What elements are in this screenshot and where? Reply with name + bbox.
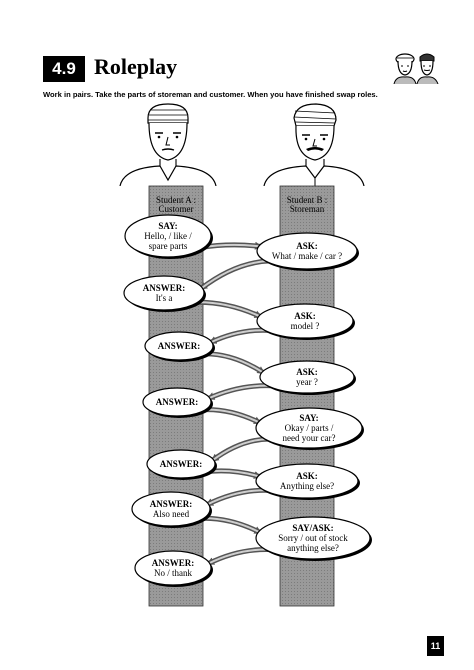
bubble-heading: ASK: — [296, 471, 318, 481]
bubble-heading: ANSWER: — [160, 459, 203, 469]
customer-illustration — [119, 103, 217, 186]
bubble-outline — [256, 232, 358, 270]
student-a-label: Student A : — [156, 195, 196, 205]
speech-bubble: ANSWER:No / thank — [134, 550, 213, 587]
flow-arrow-highlight — [207, 384, 273, 400]
bubble-outline — [255, 407, 363, 449]
bubble-text: model ? — [291, 321, 320, 331]
student-b-role: Storeman — [290, 204, 325, 214]
bubble-heading: SAY: — [299, 413, 318, 423]
bubble-text: spare parts — [149, 241, 188, 251]
speech-bubble: SAY:Hello, / like /spare parts — [124, 214, 213, 259]
speech-bubble: ANSWER:It's a — [123, 275, 206, 312]
bubble-text: year ? — [296, 377, 318, 387]
storeman-illustration — [263, 103, 365, 186]
bubble-outline — [124, 214, 212, 258]
speech-bubble: ASK:year ? — [259, 360, 356, 395]
bubble-heading: SAY/ASK: — [292, 523, 333, 533]
page-title: Roleplay — [94, 54, 178, 79]
flow-arrow-highlight — [199, 259, 271, 290]
bubble-heading: ANSWER: — [158, 341, 201, 351]
bubble-heading: ASK: — [296, 367, 318, 377]
flow-arrow — [209, 436, 272, 463]
speech-bubble: ASK:Anything else? — [255, 463, 360, 500]
bubble-heading: ASK: — [294, 311, 316, 321]
page-number: 11 — [427, 636, 444, 656]
bubble-heading: ASK: — [296, 241, 318, 251]
bubble-text: No / thank — [154, 568, 192, 578]
flow-arrow — [202, 351, 267, 376]
speech-bubble: ANSWER: — [146, 449, 217, 480]
bubble-outline — [134, 550, 212, 586]
bubble-text: Sorry / out of stock — [278, 533, 348, 543]
speech-bubble: SAY:Okay / parts /need your car? — [255, 407, 364, 450]
bubble-heading: ANSWER: — [156, 397, 199, 407]
bubble-heading: SAY: — [158, 221, 177, 231]
bubble-outline — [142, 387, 212, 417]
bubble-outline — [123, 275, 205, 311]
bubble-outline — [256, 303, 354, 339]
student-a-role: Customer — [159, 204, 194, 214]
speech-bubble: ANSWER: — [142, 387, 213, 418]
flow-arrow — [198, 258, 272, 292]
bubble-outline — [255, 463, 359, 499]
instructions: Work in pairs. Take the parts of storema… — [43, 90, 378, 99]
bubble-text: Hello, / like / — [144, 231, 192, 241]
bubble-text: Anything else? — [280, 481, 334, 491]
section-number: 4.9 — [43, 56, 85, 82]
speech-bubble: ASK:What / make / car ? — [256, 232, 359, 271]
bubble-heading: ANSWER: — [152, 558, 195, 568]
speech-bubble: ANSWER:Also need — [131, 491, 212, 528]
bubble-text: anything else? — [287, 543, 339, 553]
bubble-heading: ANSWER: — [150, 499, 193, 509]
bubble-text: What / make / car ? — [272, 251, 342, 261]
bubble-heading: ANSWER: — [143, 283, 186, 293]
bubble-outline — [131, 491, 211, 527]
bubble-outline — [255, 516, 371, 560]
bubble-outline — [259, 360, 355, 394]
bubble-text: Also need — [153, 509, 190, 519]
bubble-text: It's a — [156, 293, 173, 303]
bubble-text: Okay / parts / — [285, 423, 334, 433]
bubble-text: need your car? — [283, 433, 336, 443]
pair-icon — [393, 53, 439, 84]
bubble-outline — [146, 449, 216, 479]
bubble-outline — [144, 331, 214, 361]
speech-bubble: ANSWER: — [144, 331, 215, 362]
speech-bubble: ASK:model ? — [256, 303, 355, 340]
student-b-label: Student B : — [287, 195, 328, 205]
